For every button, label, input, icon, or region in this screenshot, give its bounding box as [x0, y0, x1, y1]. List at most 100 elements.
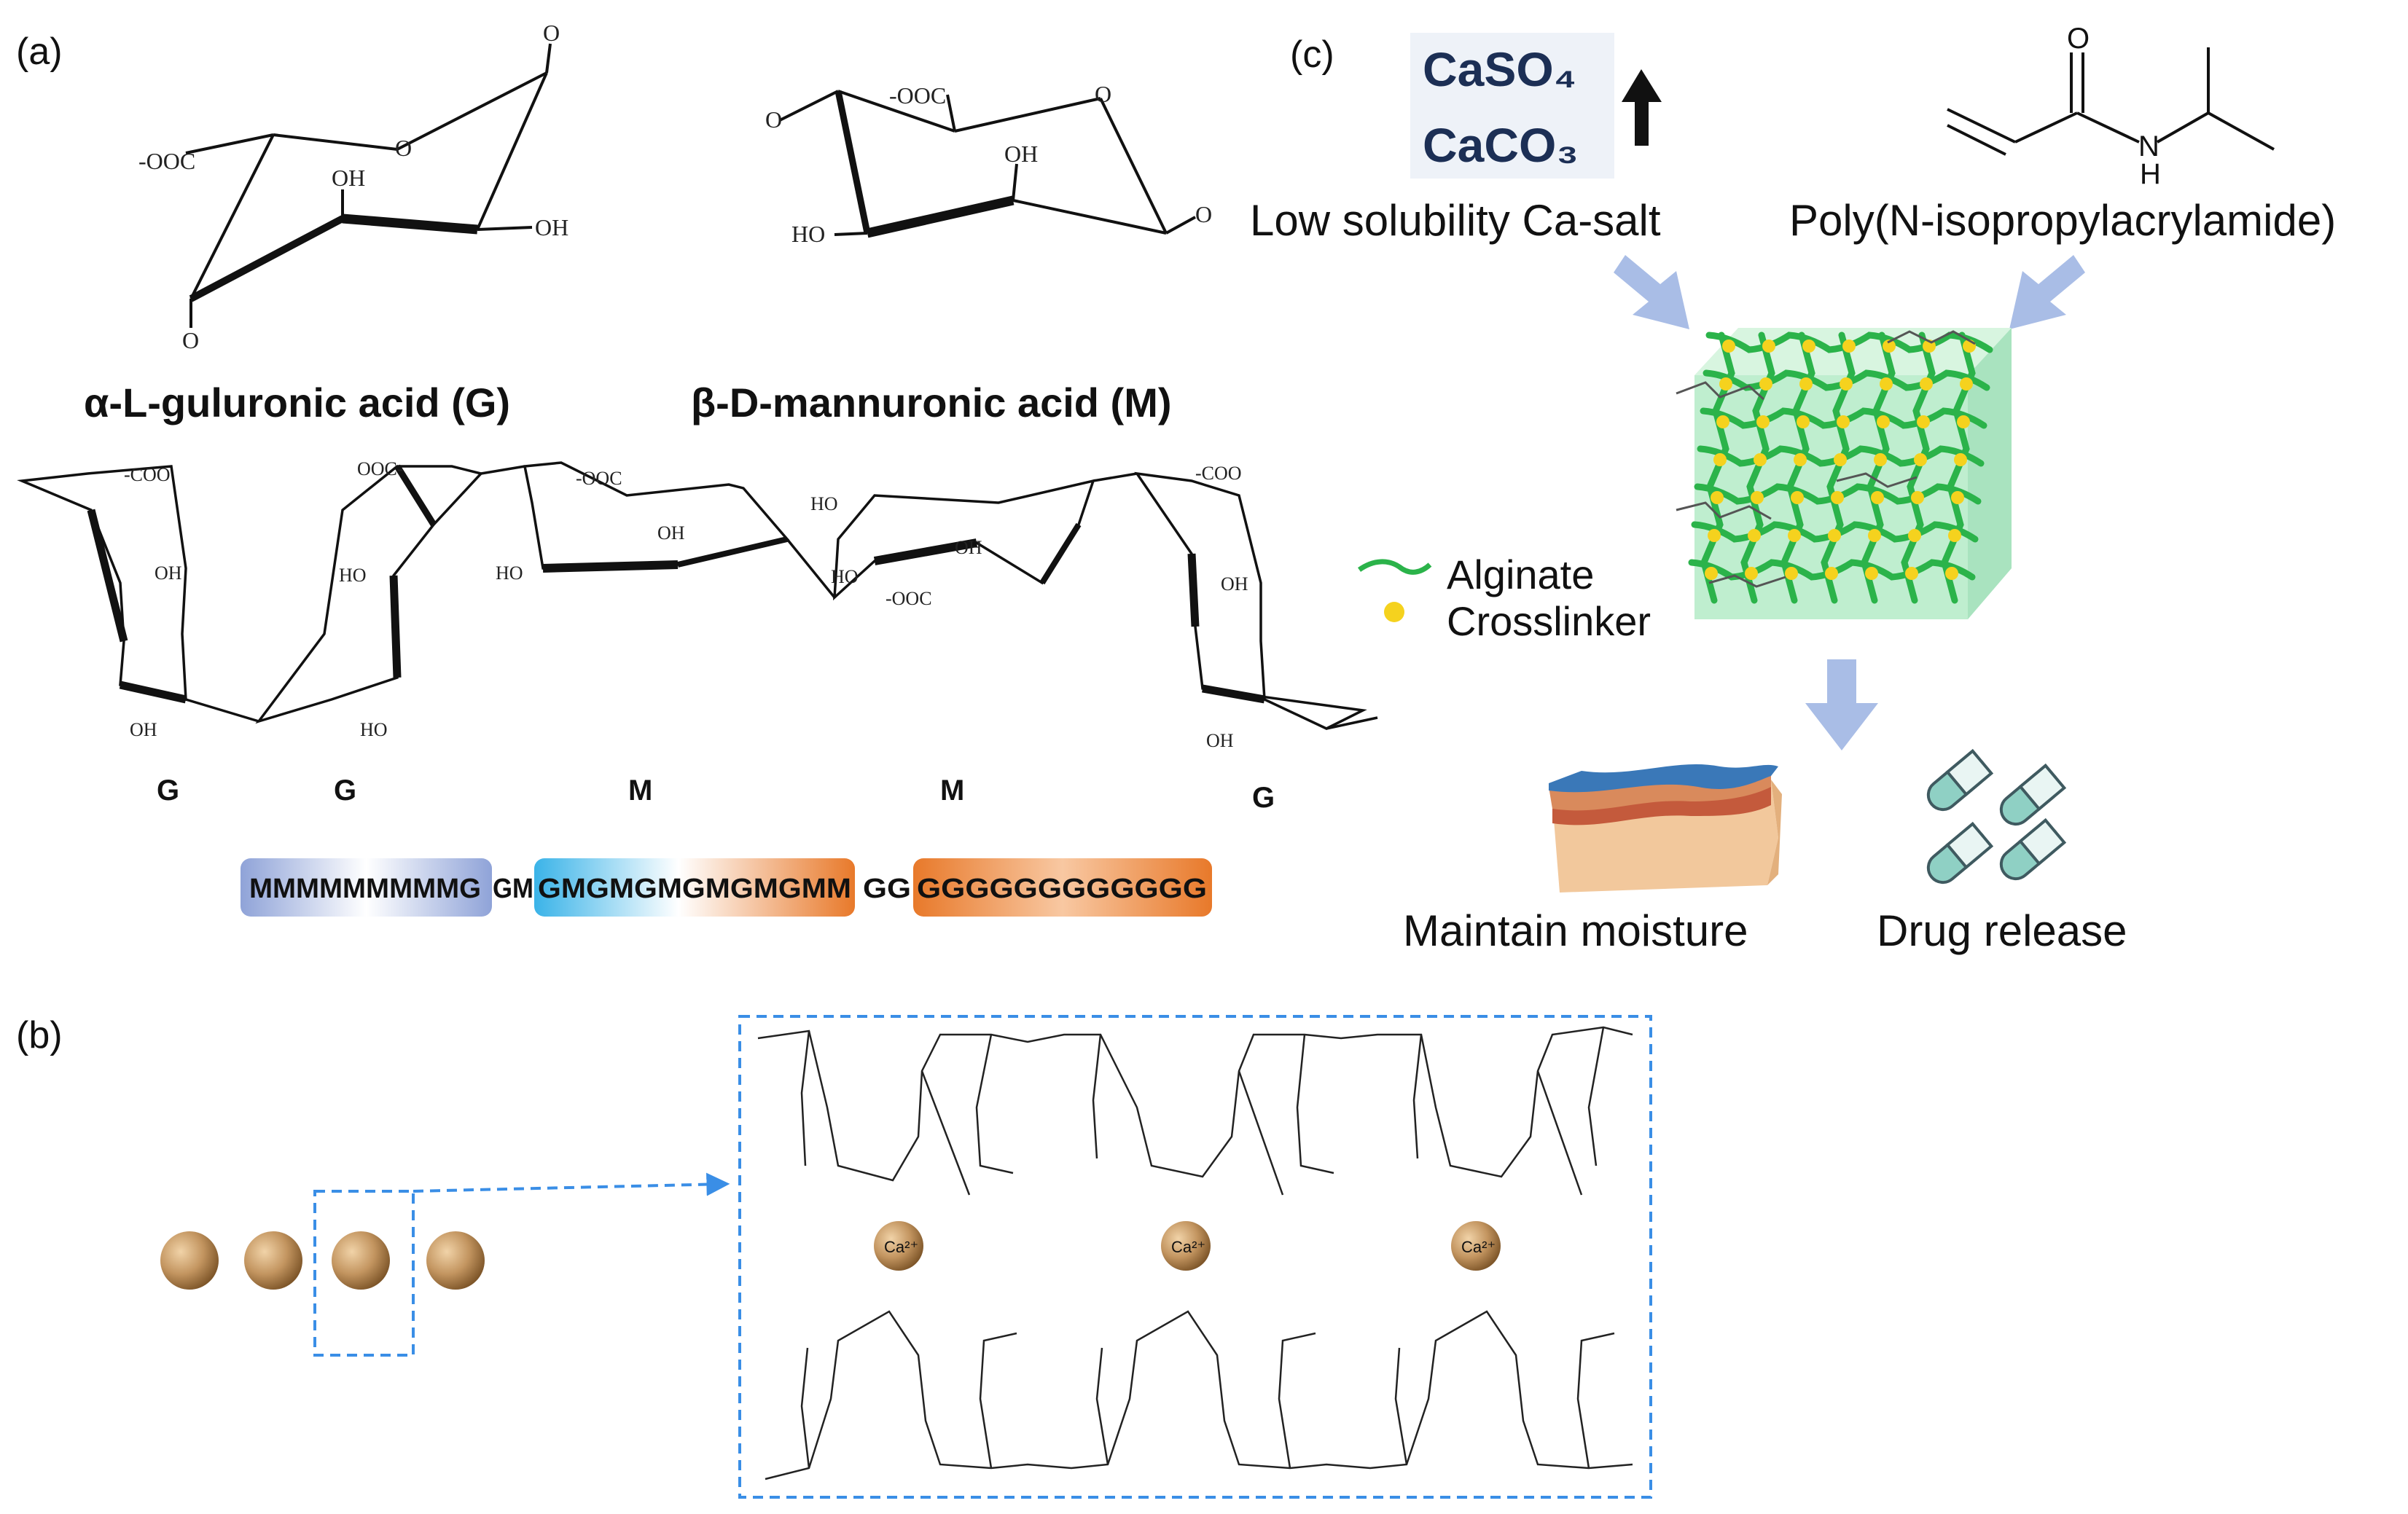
chain-group-4: HO — [339, 565, 367, 586]
crosslinker-dot — [1877, 415, 1890, 428]
crosslinker-dot — [1948, 529, 1961, 542]
strand-top — [36, 1157, 609, 1239]
ca-ion-1 — [874, 1221, 923, 1271]
seq-block3-text: GGGGGGGGGGGG — [917, 874, 1207, 904]
egg-box-upper-chain — [757, 1026, 1633, 1196]
m-block — [241, 858, 492, 917]
m-monomer-name: β-D-mannuronic acid (M) — [691, 380, 1172, 425]
crosslinker-dot — [1842, 340, 1856, 353]
ca-bead-3 — [332, 1231, 390, 1290]
legend-crosslinker-swatch — [1384, 602, 1404, 622]
g-label-ring-o: O — [395, 135, 412, 161]
strand-top-outer — [36, 1239, 138, 1253]
chain-unit-g2: G — [334, 774, 356, 807]
g-label-o-top: O — [543, 20, 560, 46]
strand-bottom — [36, 1282, 609, 1365]
chain-unit-m1: M — [628, 774, 652, 807]
chain-group-14: OH — [1221, 573, 1248, 595]
chain-group-13: -COO — [1195, 463, 1242, 484]
crosslinker-dot — [1865, 567, 1878, 580]
crosslinker-dot — [1716, 415, 1729, 428]
legend-alginate-swatch — [1357, 559, 1432, 575]
m-label-o-right: O — [1195, 201, 1212, 227]
nipam-monomer-structure — [1947, 47, 2275, 156]
seq-join1-text: GM — [493, 874, 533, 904]
crosslinker-dot — [1834, 453, 1847, 466]
panel-a-label: (a) — [16, 31, 63, 73]
chain-group-2: OH — [130, 719, 157, 740]
crosslinker-dot — [1802, 340, 1815, 353]
chain-group-0: -COO — [124, 464, 171, 485]
crosslinker-dot — [1711, 491, 1724, 504]
crosslinker-dot — [1751, 491, 1764, 504]
crosslinker-dot — [1756, 415, 1770, 428]
crosslinker-dot — [1722, 340, 1735, 353]
calcium-beads — [160, 1231, 485, 1290]
chain-group-9: HO — [810, 493, 838, 514]
seq-block2-text: GMGMGMGMGMGMM — [538, 874, 851, 904]
g-label-o-bottom: O — [182, 327, 199, 353]
g-label-oh2: OH — [535, 214, 568, 240]
ca-bead-1 — [160, 1231, 219, 1290]
m-label-coo: -OOC — [889, 82, 946, 109]
ca-bead-2 — [244, 1231, 302, 1290]
crosslinker-dot — [1868, 529, 1881, 542]
crosslinker-dot — [1825, 567, 1838, 580]
crosslinker-dot — [1871, 491, 1884, 504]
chain-group-5: HO — [360, 719, 388, 740]
crosslinker-dot — [1914, 453, 1927, 466]
monomer-caption: Poly(N-isopropylacrylamide) — [1789, 196, 2336, 245]
crosslinker-dot — [1908, 529, 1921, 542]
zoom-arrow — [413, 1172, 730, 1196]
egg-box-zoom-frame — [738, 1015, 1652, 1499]
salt1-formula: CaSO₄ — [1423, 42, 1576, 96]
chain-group-3: OOC- — [357, 458, 404, 479]
crosslinker-dot — [1705, 567, 1718, 580]
crosslinker-dot — [1785, 567, 1798, 580]
seq-block1-text: MMMMMMMMMG — [249, 874, 481, 904]
crosslinker-dot — [1791, 491, 1804, 504]
crosslinker-dot — [1708, 529, 1721, 542]
crosslinker-dot — [1794, 453, 1807, 466]
legend-alginate-label: Alginate — [1447, 552, 1594, 597]
chain-unit-g3: G — [1252, 782, 1275, 814]
panel-b-label: (b) — [16, 1014, 63, 1056]
crosslinker-dot — [1719, 377, 1732, 391]
chain-group-8: HO — [496, 562, 523, 584]
zoom-source-box — [313, 1190, 415, 1357]
nipam-atom-o: O — [2067, 23, 2090, 55]
nipam-atom-n: N — [2138, 130, 2159, 162]
chain-unit-m2: M — [940, 774, 964, 807]
g-label-oh1: OH — [332, 165, 365, 191]
crosslinker-dot — [1797, 415, 1810, 428]
crosslinker-dot — [1957, 415, 1970, 428]
m-monomer-structure — [779, 90, 1196, 238]
crosslinker-dot — [1880, 377, 1893, 391]
m-label-ring-o: O — [1095, 81, 1111, 107]
crosslinker-dot — [1883, 340, 1896, 353]
crosslinker-dot — [1905, 567, 1918, 580]
salt-box — [1410, 33, 1614, 179]
chain-group-12: -OOC — [886, 588, 932, 609]
chain-group-11: HO — [831, 566, 859, 587]
block-sequence-bar: MMMMMMMMMG GM GMGMGMGMGMGMM GG GGGGGGGGG… — [241, 858, 1212, 917]
crosslinker-dot — [1837, 415, 1850, 428]
crosslinker-dot — [1960, 377, 1973, 391]
panel-c-label: (c) — [1290, 34, 1334, 76]
m-label-oh: OH — [1004, 141, 1038, 167]
ca-ion-label-3: Ca²⁺ — [1461, 1238, 1496, 1256]
crosslinker-dot — [1754, 453, 1767, 466]
pnipam-chains — [1676, 330, 1976, 588]
drug-capsules-icon — [1926, 748, 2067, 885]
crosslinker-dot — [1748, 529, 1761, 542]
legend-crosslinker-label: Crosslinker — [1447, 598, 1651, 644]
crosslinker-dots — [1705, 340, 1976, 580]
outcome-moisture-label: Maintain moisture — [1403, 906, 1748, 955]
egg-box-ions: Ca²⁺ Ca²⁺ Ca²⁺ — [874, 1221, 1501, 1271]
g-label-coo: -OOC — [138, 148, 195, 174]
chain-group-7: OH — [657, 522, 685, 544]
crosslinker-dot — [1788, 529, 1801, 542]
chain-group-6: -OOC — [576, 468, 622, 489]
chain-group-1: OH — [155, 562, 182, 584]
crosslinker-dot — [1951, 491, 1964, 504]
